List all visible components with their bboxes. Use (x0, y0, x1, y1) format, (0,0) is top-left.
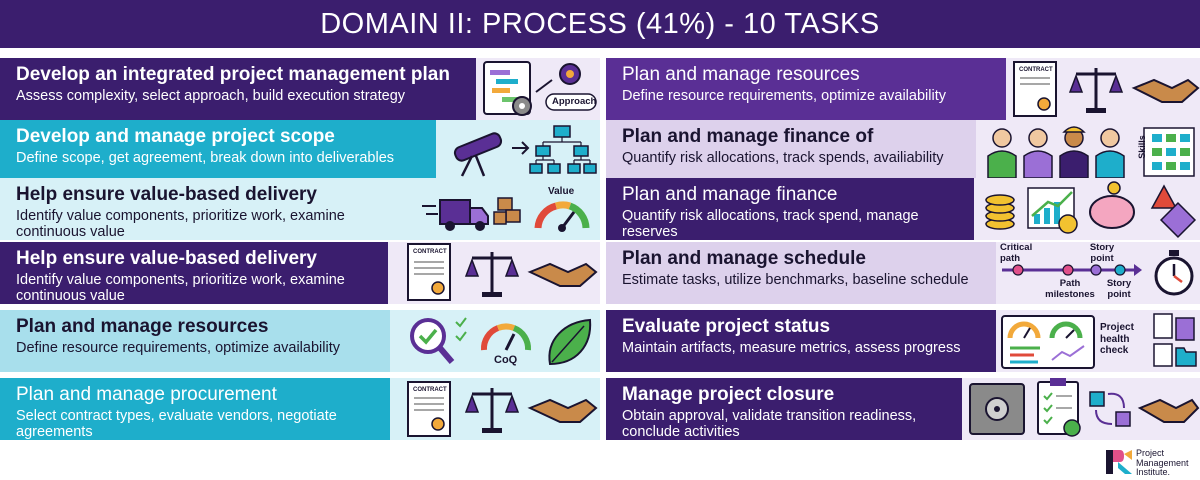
magnifier-gauge-leaf-icon (410, 317, 592, 366)
task-description: Define scope, get agreement, break down … (16, 150, 395, 166)
approach-label: Approach (552, 96, 597, 107)
coq-label: CoQ (494, 354, 518, 366)
task-card-schedule: Plan and manage schedule Estimate tasks,… (606, 242, 1200, 304)
task-card-project-closure: Manage project closure Obtain approval, … (606, 378, 1200, 440)
contract-scales-handshake-icon (407, 243, 598, 301)
value-label: Value (548, 186, 575, 197)
schedule-icons: Critical path Story point Path milestone… (998, 242, 1200, 304)
pmi-logo-mark-icon (1106, 450, 1132, 474)
closure-icons (966, 378, 1200, 440)
coins-chart-piggybank-icon (985, 181, 1197, 239)
task-title: Help ensure value-based delivery (16, 248, 317, 269)
quality-icons: CoQ (400, 310, 600, 372)
contract-scales-handshake-icon (407, 381, 598, 437)
delivery-truck-icon (422, 197, 590, 232)
status-icons: Project health check (1000, 310, 1200, 372)
telescope-icon (453, 125, 597, 177)
pmi-logo: Project Management Institute. (1106, 448, 1198, 478)
task-card-finance-of: Plan and manage finance of Quantify risk… (606, 120, 1200, 182)
task-description: Define resource requirements, optimize a… (622, 88, 946, 104)
dashboard-documents-icon (1001, 313, 1197, 369)
value-delivery-icons: Value (420, 178, 600, 240)
contract-label: CONTRACT (413, 387, 447, 393)
skills-label: Skills (1136, 135, 1147, 159)
plan-approach-icons: Approach (476, 58, 600, 120)
logo-line-1: Project (1136, 448, 1165, 458)
project-health-check-label: Project health check (1100, 322, 1134, 356)
contract-label: CONTRACT (413, 249, 447, 255)
task-title: Plan and manage schedule (622, 248, 866, 269)
finance-icons (982, 178, 1200, 240)
task-description: Select contract types, evaluate vendors,… (16, 408, 337, 440)
task-title: Evaluate project status (622, 316, 831, 337)
task-card-project-scope: Develop and manage project scope Define … (0, 120, 600, 182)
task-description: Define resource requirements, optimize a… (16, 340, 340, 356)
task-title: Help ensure value-based delivery (16, 184, 317, 205)
task-description: Identify value components, prioritize wo… (16, 272, 345, 304)
people-skills-icon (987, 126, 1195, 179)
task-card-value-delivery-2: Help ensure value-based delivery Identif… (0, 242, 600, 304)
task-description: Assess complexity, select approach, buil… (16, 88, 406, 104)
task-description: Quantify risk allocations, track spend, … (622, 208, 919, 240)
task-description: Estimate tasks, utilize benchmarks, base… (622, 272, 969, 288)
task-title: Plan and manage finance of (622, 126, 874, 147)
task-title: Plan and manage resources (622, 64, 860, 85)
story-point-label: Story point (1106, 278, 1132, 300)
task-title: Plan and manage resources (16, 316, 269, 337)
gantt-chart-icon (483, 61, 597, 116)
resource-contract-icons: CONTRACT (1010, 58, 1200, 120)
procurement-icons: CONTRACT (400, 378, 600, 440)
task-title: Plan and manage procurement (16, 384, 277, 405)
timeline-stopwatch-icon (1002, 250, 1194, 296)
scope-icons (436, 120, 600, 182)
page-title: DOMAIN II: PROCESS (41%) - 10 TASKS (0, 0, 1200, 48)
logo-line-2: Management (1136, 457, 1189, 468)
task-description: Identify value components, prioritize wo… (16, 208, 345, 240)
task-description: Obtain approval, validate transition rea… (622, 408, 917, 440)
story-point-label: Story point (1089, 242, 1115, 264)
task-description: Maintain artifacts, measure metrics, ass… (622, 340, 961, 356)
task-card-procurement: Plan and manage procurement Select contr… (0, 378, 600, 440)
task-card-resources-left: Plan and manage resources Define resourc… (0, 310, 600, 372)
contract-icons: CONTRACT (400, 242, 600, 304)
critical-path-label: Critical path (1000, 242, 1033, 264)
task-card-finance: Plan and manage finance Quantify risk al… (606, 178, 1200, 240)
task-title: Plan and manage finance (622, 184, 838, 205)
team-skills-icons: Skills (980, 120, 1200, 182)
task-title: Develop an integrated project management… (16, 64, 450, 85)
contract-label: CONTRACT (1019, 67, 1053, 73)
logo-line-3: Institute. (1136, 467, 1171, 477)
contract-scales-handshake-icon (1013, 61, 1200, 117)
task-title: Manage project closure (622, 384, 835, 405)
path-milestones-label: Path milestones (1045, 278, 1095, 300)
task-card-project-status: Evaluate project status Maintain artifac… (606, 310, 1200, 372)
task-description: Quantify risk allocations, track spends,… (622, 150, 944, 166)
task-card-resources-right: Plan and manage resources Define resourc… (606, 58, 1200, 120)
task-card-integrated-plan: Develop an integrated project management… (0, 58, 600, 120)
task-card-value-delivery-1: Help ensure value-based delivery Identif… (0, 178, 600, 240)
task-title: Develop and manage project scope (16, 126, 335, 147)
safe-checklist-handshake-icon (969, 378, 1200, 437)
